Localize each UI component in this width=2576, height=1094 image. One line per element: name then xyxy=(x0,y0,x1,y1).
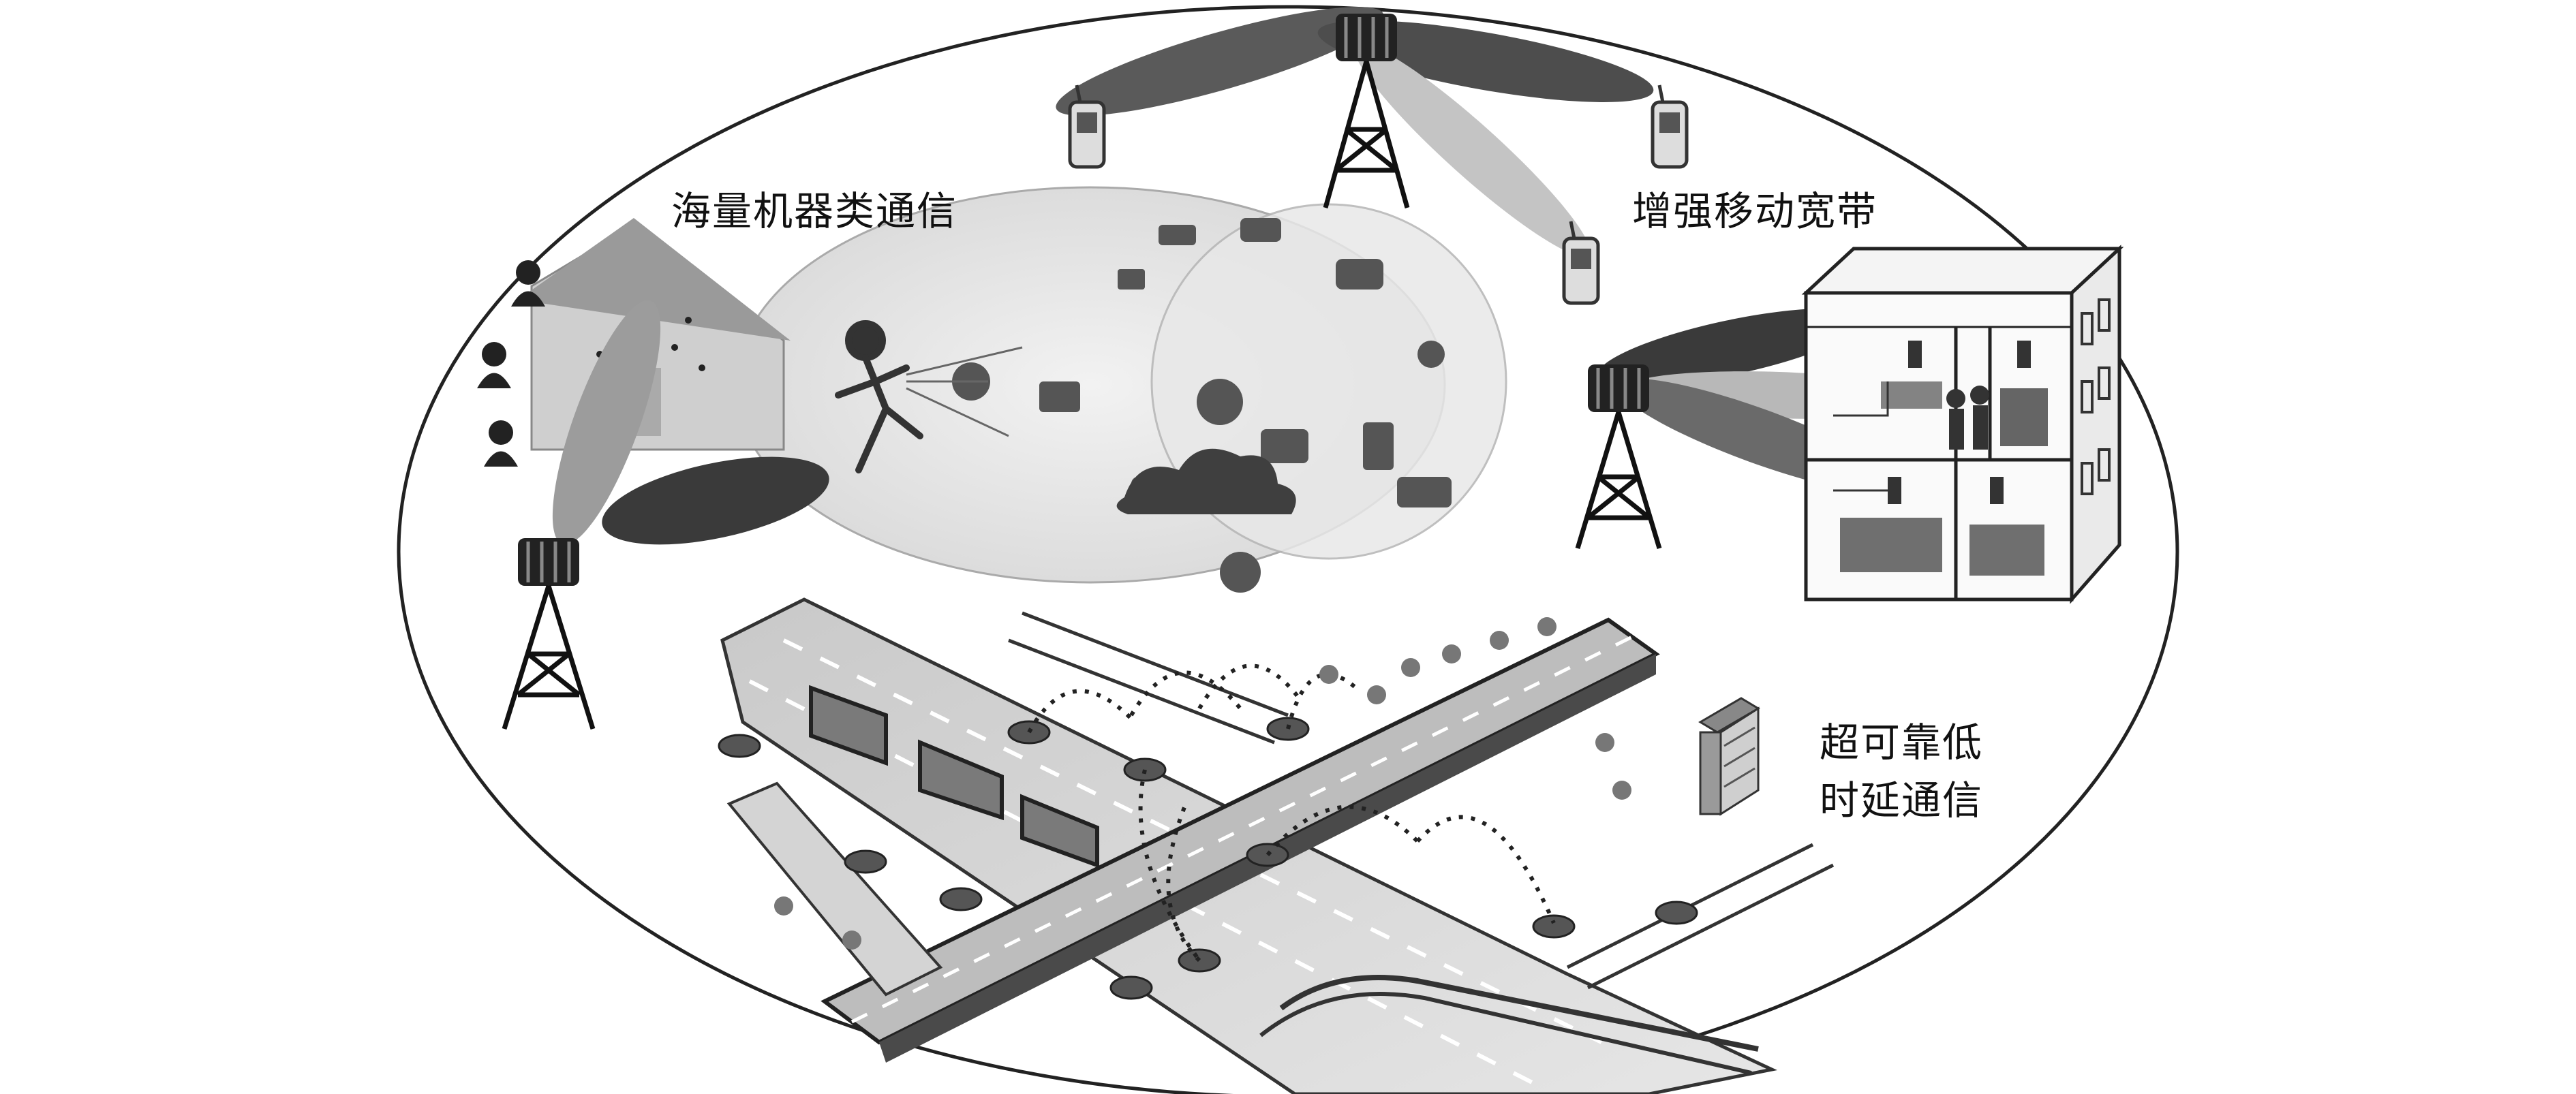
urllc-label-line1: 超可靠低 xyxy=(1820,719,1984,766)
phone-icon xyxy=(1068,84,1106,169)
iot-devices xyxy=(952,218,1452,593)
coverage-ellipse xyxy=(397,5,2179,1094)
tower-icon xyxy=(1575,364,1662,550)
embb-label: 增强移动宽带 xyxy=(1632,188,1878,234)
phone-icon xyxy=(1562,221,1600,305)
top-tower-beams xyxy=(1056,7,1654,257)
tree-icon xyxy=(774,617,1631,950)
mmtc-cluster xyxy=(735,186,1507,593)
bridge-icon xyxy=(809,685,1099,869)
cloud-icon xyxy=(1116,448,1296,514)
v2x-links xyxy=(1027,663,1556,963)
runner-figure xyxy=(835,320,923,473)
building-icon xyxy=(1698,697,1760,816)
tower-icon xyxy=(502,538,596,730)
phone-icon xyxy=(1651,84,1689,169)
tower-icon xyxy=(1323,14,1410,208)
mmtc-label: 海量机器类通信 xyxy=(671,188,958,234)
car-icon xyxy=(718,717,1698,1000)
left-tower-beams xyxy=(552,300,829,545)
office-building-icon xyxy=(1801,245,2124,604)
person-icons xyxy=(477,260,545,467)
urllc-label-line2: 时延通信 xyxy=(1820,777,1984,824)
